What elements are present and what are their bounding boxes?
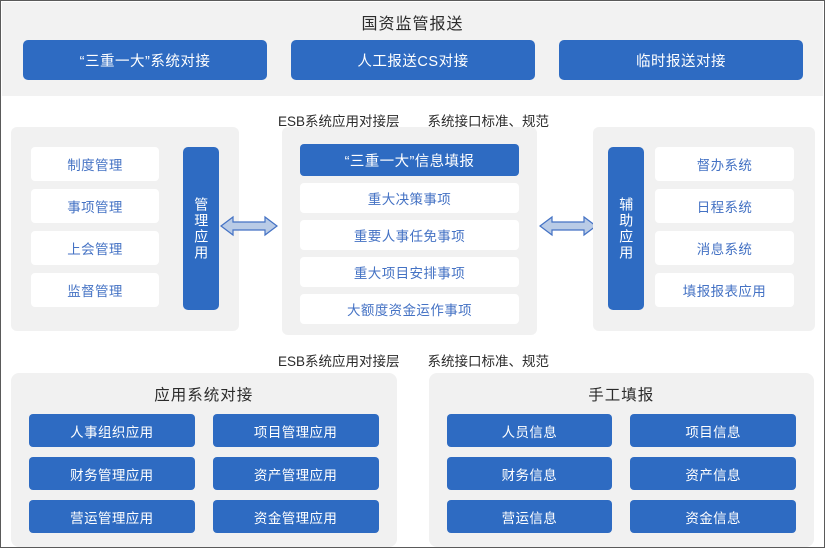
- middle-application-section: 制度管理 事项管理 上会管理 监督管理 管理应用 “三重一大”信息填报 重大决策…: [2, 127, 823, 345]
- manual-button-operation-info[interactable]: 营运信息: [446, 500, 613, 533]
- information-reporting-item-list: “三重一大”信息填报 重大决策事项 重要人事任免事项 重大项目安排事项 大额度资…: [300, 144, 519, 324]
- esb-layer-label-bottom: ESB系统应用对接层: [277, 354, 400, 369]
- manual-button-personnel-info[interactable]: 人员信息: [446, 414, 613, 447]
- top-button-temporary-report[interactable]: 临时报送对接: [559, 40, 803, 80]
- management-item-list: 制度管理 事项管理 上会管理 监督管理: [31, 147, 159, 307]
- bottom-section: 应用系统对接 人事组织应用 项目管理应用 财务管理应用 资产管理应用 营运管理应…: [2, 373, 823, 547]
- manual-button-asset-info[interactable]: 资产信息: [630, 457, 796, 490]
- auxiliary-item-schedule-system[interactable]: 日程系统: [655, 189, 794, 223]
- bidirectional-arrow-icon-left: [220, 213, 278, 244]
- app-button-asset-management[interactable]: 资产管理应用: [212, 457, 379, 490]
- information-reporting-panel: “三重一大”信息填报 重大决策事项 重要人事任免事项 重大项目安排事项 大额度资…: [282, 127, 537, 335]
- reporting-item-major-project[interactable]: 重大项目安排事项: [300, 257, 519, 287]
- auxiliary-item-supervision-system[interactable]: 督办系统: [655, 147, 794, 181]
- manual-reporting-grid: 人员信息 项目信息 财务信息 资产信息 营运信息 资金信息: [446, 414, 796, 533]
- esb-label-row-bottom: ESB系统应用对接层 系统接口标准、规范: [1, 349, 824, 371]
- esb-standard-label-top: 系统接口标准、规范: [427, 114, 550, 129]
- reporting-item-major-decision[interactable]: 重大决策事项: [300, 183, 519, 213]
- bidirectional-arrow-icon-right: [539, 213, 597, 244]
- auxiliary-item-report-filling-app[interactable]: 填报报表应用: [655, 273, 794, 307]
- top-button-manual-cs[interactable]: 人工报送CS对接: [291, 40, 535, 80]
- esb-label-row-top: ESB系统应用对接层 系统接口标准、规范: [1, 109, 824, 131]
- auxiliary-application-vertical-label: 辅助应用: [608, 147, 644, 310]
- application-system-docking-panel: 应用系统对接 人事组织应用 项目管理应用 财务管理应用 资产管理应用 营运管理应…: [11, 373, 397, 547]
- manual-button-finance-info[interactable]: 财务信息: [446, 457, 613, 490]
- auxiliary-item-list: 督办系统 日程系统 消息系统 填报报表应用: [655, 147, 794, 307]
- esb-standard-label-bottom: 系统接口标准、规范: [427, 354, 550, 369]
- application-system-docking-title: 应用系统对接: [154, 387, 254, 404]
- auxiliary-application-panel: 辅助应用 督办系统 日程系统 消息系统 填报报表应用: [593, 127, 815, 331]
- top-regulator-section: 国资监管报送 “三重一大”系统对接 人工报送CS对接 临时报送对接: [2, 2, 823, 96]
- management-item-meeting[interactable]: 上会管理: [31, 231, 159, 265]
- manual-button-project-info[interactable]: 项目信息: [630, 414, 796, 447]
- top-section-title: 国资监管报送: [361, 16, 464, 33]
- auxiliary-item-message-system[interactable]: 消息系统: [655, 231, 794, 265]
- app-button-fund-management[interactable]: 资金管理应用: [212, 500, 379, 533]
- reporting-item-large-funds[interactable]: 大额度资金运作事项: [300, 294, 519, 324]
- reporting-item-sanzhongyida-header[interactable]: “三重一大”信息填报: [300, 144, 519, 176]
- manual-button-fund-info[interactable]: 资金信息: [630, 500, 796, 533]
- manual-reporting-title: 手工填报: [588, 387, 655, 404]
- app-button-operation-management[interactable]: 营运管理应用: [29, 500, 195, 533]
- application-system-docking-grid: 人事组织应用 项目管理应用 财务管理应用 资产管理应用 营运管理应用 资金管理应…: [29, 414, 379, 533]
- app-button-finance-management[interactable]: 财务管理应用: [29, 457, 195, 490]
- app-button-project-management[interactable]: 项目管理应用: [212, 414, 379, 447]
- management-item-supervision[interactable]: 监督管理: [31, 273, 159, 307]
- top-button-sanzhongyida-system[interactable]: “三重一大”系统对接: [23, 40, 267, 80]
- management-application-vertical-label: 管理应用: [183, 147, 219, 310]
- top-button-group: “三重一大”系统对接 人工报送CS对接 临时报送对接: [23, 40, 803, 80]
- management-application-panel: 制度管理 事项管理 上会管理 监督管理 管理应用: [11, 127, 239, 331]
- app-button-hr-organization[interactable]: 人事组织应用: [29, 414, 195, 447]
- management-item-matter[interactable]: 事项管理: [31, 189, 159, 223]
- reporting-item-personnel-appointment[interactable]: 重要人事任免事项: [300, 220, 519, 250]
- manual-reporting-panel: 手工填报 人员信息 项目信息 财务信息 资产信息 营运信息 资金信息: [428, 373, 814, 547]
- esb-layer-label-top: ESB系统应用对接层: [277, 114, 400, 129]
- management-item-system[interactable]: 制度管理: [31, 147, 159, 181]
